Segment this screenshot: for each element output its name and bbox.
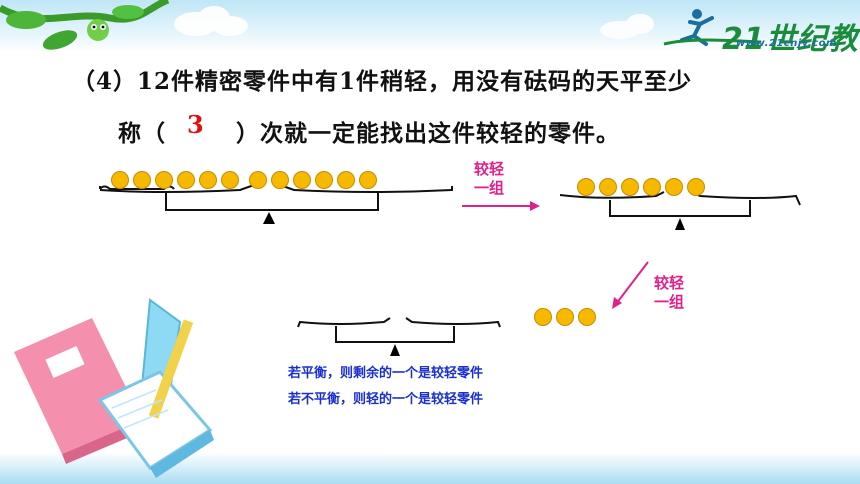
cloud-icon <box>174 6 248 36</box>
balance-scale-3 <box>297 317 501 356</box>
balance-scale-1 <box>99 184 453 224</box>
step-1-label: 较轻 一组 <box>474 160 504 198</box>
conclusion-unbalanced: 若不平衡，则轻的一个是较轻零件 <box>288 392 484 407</box>
step-1-label-line1: 较轻 <box>474 160 505 178</box>
balls-group-3 <box>534 308 596 326</box>
part-ball <box>155 171 173 189</box>
step-2-label-line1: 较轻 <box>654 274 685 292</box>
answer-value: 3 <box>187 110 204 139</box>
part-ball <box>221 171 239 189</box>
step-2-label: 较轻 一组 <box>654 274 684 312</box>
runner-logo-icon <box>663 9 761 46</box>
part-ball <box>534 308 552 326</box>
part-ball <box>578 308 596 326</box>
question-line-2-end: ）次就一定能找出这件较轻的零件。 <box>236 120 620 147</box>
part-ball <box>643 178 661 196</box>
right-arrow-icon <box>462 201 540 211</box>
part-ball <box>621 178 639 196</box>
part-ball <box>687 178 705 196</box>
balls-group-2 <box>577 178 705 196</box>
cloud-icon <box>600 14 654 39</box>
part-ball <box>359 171 377 189</box>
books-decoration <box>14 298 214 478</box>
balls-group-1 <box>111 171 377 189</box>
part-ball <box>177 171 195 189</box>
vine-decoration <box>0 0 170 50</box>
step-1-label-line2: 一组 <box>474 179 505 197</box>
part-ball <box>199 171 217 189</box>
question-line-2-start: 称（ <box>118 120 166 147</box>
step-2-label-line2: 一组 <box>654 293 685 311</box>
header-band <box>0 0 860 52</box>
part-ball <box>315 171 333 189</box>
part-ball <box>556 308 574 326</box>
part-ball <box>249 171 267 189</box>
balance-scale-2 <box>559 191 801 230</box>
part-ball <box>337 171 355 189</box>
down-left-arrow-icon <box>612 261 649 309</box>
part-ball <box>577 178 595 196</box>
conclusion-balanced: 若平衡，则剩余的一个是较轻零件 <box>288 366 484 381</box>
brand-logo-text: 21世纪教育 <box>722 22 860 57</box>
part-ball <box>133 171 151 189</box>
part-ball <box>271 171 289 189</box>
part-ball <box>665 178 683 196</box>
part-ball <box>293 171 311 189</box>
brand-url: www.21cnjy.com <box>736 38 837 49</box>
part-ball <box>111 171 129 189</box>
part-ball <box>599 178 617 196</box>
question-line-1: （4）12件精密零件中有1件稍轻，用没有砝码的天平至少 <box>72 68 693 95</box>
